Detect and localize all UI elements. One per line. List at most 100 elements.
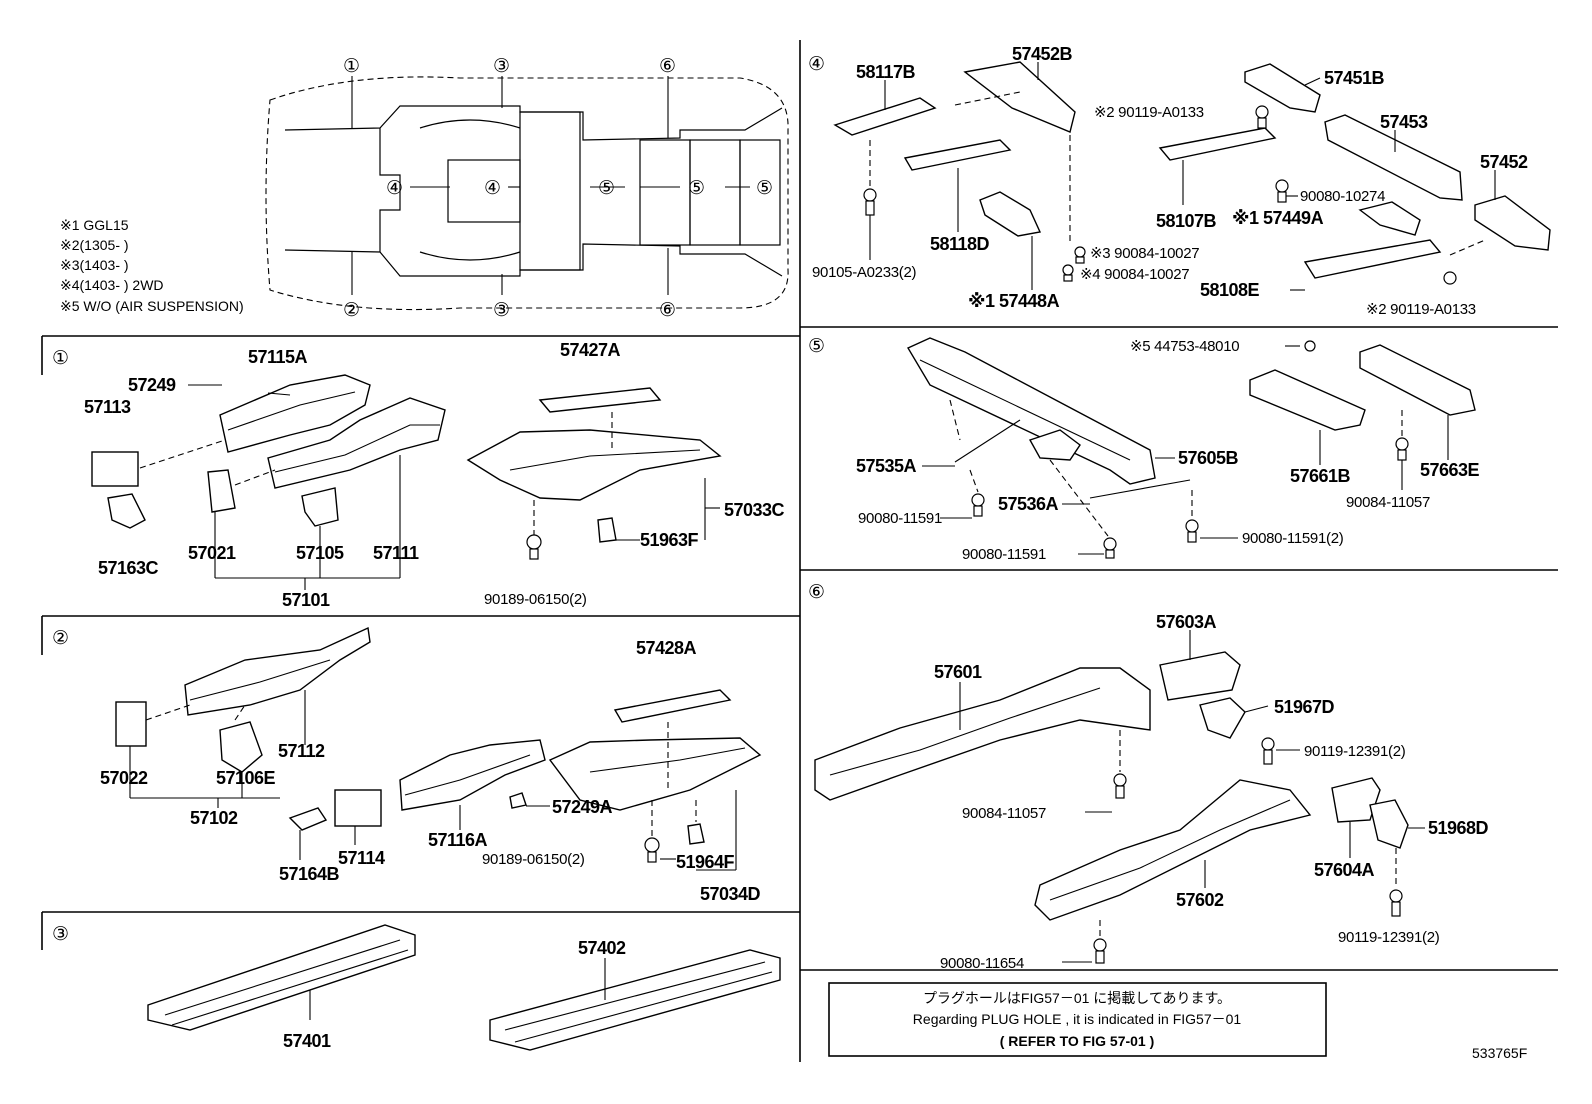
part-51964F: 51964F bbox=[676, 852, 735, 872]
part-57021: 57021 bbox=[188, 543, 236, 563]
overview-label-2: ② bbox=[343, 300, 360, 321]
part-57105: 57105 bbox=[296, 543, 344, 563]
part-57112: 57112 bbox=[278, 741, 325, 761]
part-57106E: 57106E bbox=[216, 768, 276, 788]
part-90084-11057-s5: 90084-11057 bbox=[1346, 494, 1430, 511]
footer-line-refer: ( REFER TO FIG 57-01 ) bbox=[1000, 1033, 1155, 1049]
section-3: ③ 57401 57402 bbox=[52, 924, 781, 1051]
part-57602: 57602 bbox=[1176, 890, 1224, 910]
part-90119-A0133-b: ※2 90119-A0133 bbox=[1366, 301, 1476, 318]
figure-code: 533765F bbox=[1472, 1045, 1527, 1061]
part-90119-A0133-a: ※2 90119-A0133 bbox=[1094, 104, 1204, 121]
part-57116A: 57116A bbox=[428, 830, 488, 850]
part-57428A: 57428A bbox=[636, 638, 697, 658]
part-57449A: ※1 57449A bbox=[1232, 208, 1324, 228]
part-57102: 57102 bbox=[190, 808, 238, 828]
part-90080-11591-a: 90080-11591 bbox=[858, 510, 942, 527]
part-90084-10027-a: ※3 90084-10027 bbox=[1090, 245, 1199, 262]
part-90084-10027-b: ※4 90084-10027 bbox=[1080, 266, 1189, 283]
part-90119-12391-b: 90119-12391(2) bbox=[1338, 929, 1440, 946]
part-57427A: 57427A bbox=[560, 340, 621, 360]
note-2: ※2(1305- ) bbox=[60, 237, 129, 253]
part-57101: 57101 bbox=[282, 590, 330, 610]
part-58107B: 58107B bbox=[1156, 211, 1217, 231]
section-1-tag: ① bbox=[52, 348, 69, 369]
section-5: ⑤ ※5 44753-48010 57535A bbox=[808, 336, 1480, 563]
section-6: ⑥ 57603A 57601 51967D 90119-1 bbox=[808, 582, 1489, 972]
section-4-tag: ④ bbox=[808, 54, 825, 75]
part-57451B: 57451B bbox=[1324, 68, 1385, 88]
section-5-tag: ⑤ bbox=[808, 336, 825, 357]
part-57033C: 57033C bbox=[724, 500, 785, 520]
part-57603A: 57603A bbox=[1156, 612, 1217, 632]
part-57115A: 57115A bbox=[248, 347, 308, 367]
part-57402: 57402 bbox=[578, 938, 626, 958]
part-51967D: 51967D bbox=[1274, 697, 1335, 717]
part-57022: 57022 bbox=[100, 768, 148, 788]
part-58118D: 58118D bbox=[930, 234, 990, 254]
note-3: ※3(1403- ) bbox=[60, 257, 129, 273]
part-57164B: 57164B bbox=[279, 864, 340, 884]
section-2-tag: ② bbox=[52, 628, 69, 649]
overview-label-4b: ④ bbox=[484, 178, 501, 199]
section-2: ② 57022 57106E 571 bbox=[52, 626, 762, 904]
part-90189-06150-s2: 90189-06150(2) bbox=[482, 851, 585, 868]
part-57536A: 57536A bbox=[998, 494, 1059, 514]
part-51968D: 51968D bbox=[1428, 818, 1489, 838]
overview-label-6-bottom: ⑥ bbox=[659, 300, 676, 321]
part-90105-A0233: 90105-A0233(2) bbox=[812, 264, 917, 281]
part-57249: 57249 bbox=[128, 375, 176, 395]
overview-label-3-top: ③ bbox=[493, 56, 510, 77]
notes: ※1 GGL15 ※2(1305- ) ※3(1403- ) ※4(1403- … bbox=[60, 217, 244, 314]
part-57401: 57401 bbox=[283, 1031, 331, 1051]
part-44753-48010: ※5 44753-48010 bbox=[1130, 338, 1239, 355]
part-57163C: 57163C bbox=[98, 558, 159, 578]
note-5: ※5 W/O (AIR SUSPENSION) bbox=[60, 298, 244, 314]
part-57448A: ※1 57448A bbox=[968, 291, 1060, 311]
part-57605B: 57605B bbox=[1178, 448, 1239, 468]
part-57114: 57114 bbox=[338, 848, 385, 868]
section-6-tag: ⑥ bbox=[808, 582, 825, 603]
overview-label-3-bottom: ③ bbox=[493, 300, 510, 321]
note-1: ※1 GGL15 bbox=[60, 217, 129, 233]
overview-label-5b: ⑤ bbox=[688, 178, 705, 199]
part-90189-06150-s1: 90189-06150(2) bbox=[484, 591, 587, 608]
part-57663E: 57663E bbox=[1420, 460, 1480, 480]
part-57111: 57111 bbox=[373, 543, 419, 563]
footer-line-jp: プラグホールはFIG57－01 に掲載してあります。 bbox=[923, 990, 1231, 1006]
part-57452B: 57452B bbox=[1012, 44, 1073, 64]
part-57249A: 57249A bbox=[552, 797, 613, 817]
section-3-tag: ③ bbox=[52, 924, 69, 945]
note-4: ※4(1403- ) 2WD bbox=[60, 277, 164, 293]
part-57601: 57601 bbox=[934, 662, 982, 682]
section-4: ④ 5811 bbox=[808, 44, 1551, 318]
overview-label-6-top: ⑥ bbox=[659, 56, 676, 77]
part-57034D: 57034D bbox=[700, 884, 761, 904]
part-57661B: 57661B bbox=[1290, 466, 1351, 486]
overview-label-1: ① bbox=[343, 56, 360, 77]
car-overview: ① ③ ⑥ ② ③ ⑥ ④ ④ ⑤ ⑤ ⑤ bbox=[265, 56, 789, 321]
overview-label-5c: ⑤ bbox=[756, 178, 773, 199]
footer-line-en: Regarding PLUG HOLE , it is indicated in… bbox=[913, 1011, 1242, 1027]
overview-label-5a: ⑤ bbox=[598, 178, 615, 199]
part-90119-12391-a: 90119-12391(2) bbox=[1304, 743, 1406, 760]
part-57535A: 57535A bbox=[856, 456, 917, 476]
footer: プラグホールはFIG57－01 に掲載してあります。 Regarding PLU… bbox=[828, 982, 1527, 1061]
overview-label-4a: ④ bbox=[386, 178, 403, 199]
part-90080-10274: 90080-10274 bbox=[1300, 188, 1385, 205]
part-58108E: 58108E bbox=[1200, 280, 1260, 300]
part-57452: 57452 bbox=[1480, 152, 1528, 172]
section-1: ① 57115A 57249 57113 57163C bbox=[52, 340, 785, 610]
part-90084-11057-s6: 90084-11057 bbox=[962, 805, 1046, 822]
part-57453: 57453 bbox=[1380, 112, 1428, 132]
part-90080-11591-b: 90080-11591 bbox=[962, 546, 1046, 563]
part-51963F: 51963F bbox=[640, 530, 699, 550]
part-57604A: 57604A bbox=[1314, 860, 1375, 880]
part-90080-11654: 90080-11654 bbox=[940, 955, 1024, 972]
part-57113: 57113 bbox=[84, 397, 131, 417]
section-frames bbox=[41, 40, 1558, 1062]
part-58117B: 58117B bbox=[856, 62, 916, 82]
part-90080-11591-c: 90080-11591(2) bbox=[1242, 530, 1344, 547]
